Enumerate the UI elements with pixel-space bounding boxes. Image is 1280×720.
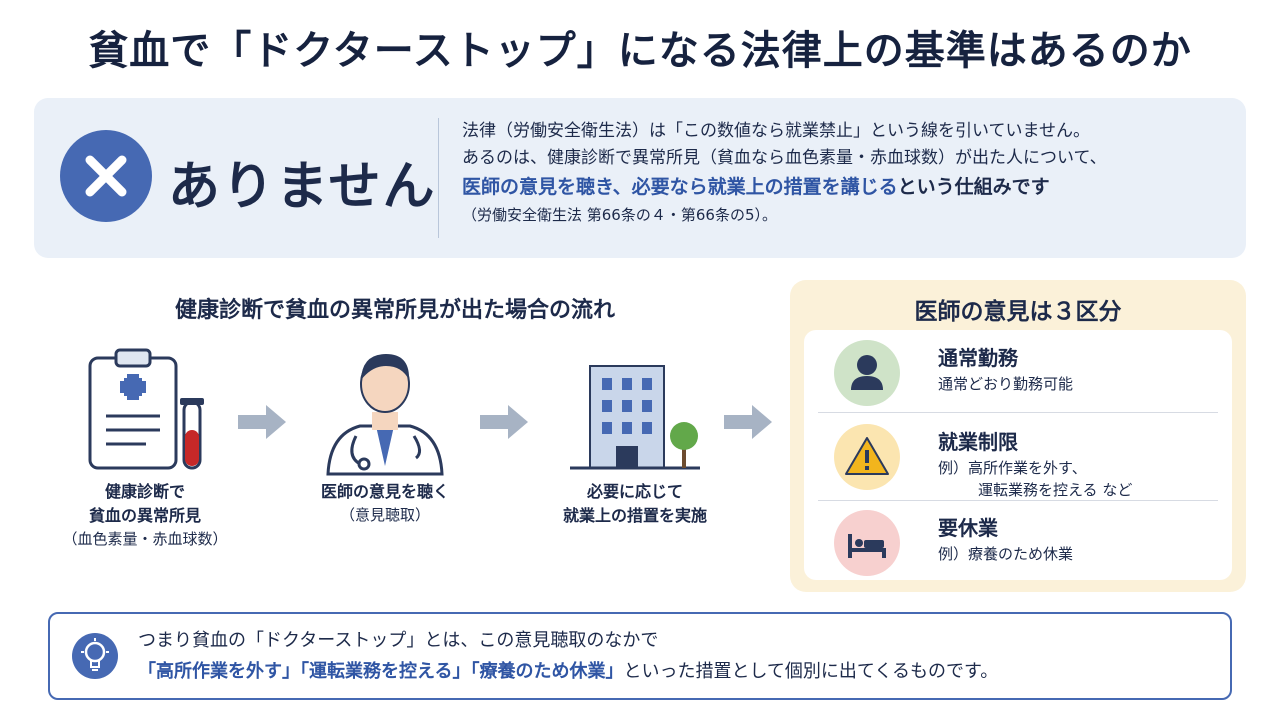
opinion-title: 医師の意見は３区分 xyxy=(914,299,1122,325)
summary-box: つまり貧血の「ドクターストップ」とは、この意見聴取のなかで 「高所作業を外す」「… xyxy=(48,612,1232,700)
answer-line-4: （労働安全衛生法 第66条の４・第66条の5）。 xyxy=(462,205,777,224)
option-desc-line-1: 例）高所作業を外す、 xyxy=(938,459,1087,477)
answer-box: ありません 法律（労働安全衛生法）は「この数値なら就業禁止」という線を引いていま… xyxy=(34,98,1246,258)
flow-title: 健康診断で貧血の異常所見が出た場合の流れ xyxy=(174,298,615,323)
answer-line-3-rest: という仕組みです xyxy=(897,176,1050,199)
step-1-caption-2: 貧血の異常所見 xyxy=(88,506,201,525)
option-name: 就業制限 xyxy=(938,430,1018,454)
option-desc: 例）療養のため休業 xyxy=(938,545,1074,563)
x-circle-icon xyxy=(60,130,152,222)
opinion-option-leave: 要休業 例）療養のため休業 xyxy=(804,502,1232,584)
opinion-option-normal: 通常勤務 通常どおり勤務可能 xyxy=(804,332,1232,414)
step-2-caption: 医師の意見を聴く xyxy=(320,482,449,501)
office-building-icon xyxy=(570,365,700,470)
answer-line-1: 法律（労働安全衛生法）は「この数値なら就業禁止」という線を引いていません。 xyxy=(462,121,1090,141)
clipboard-test-tube-icon xyxy=(88,348,204,470)
separator xyxy=(818,412,1218,413)
option-desc-line-2: 運転業務を控える など xyxy=(978,480,1133,499)
summary-line-1: つまり貧血の「ドクターストップ」とは、この意見聴取のなかで xyxy=(138,630,659,651)
warning-icon xyxy=(834,424,900,490)
doctor-icon xyxy=(326,354,444,476)
option-desc: 例）高所作業を外す、 運転業務を控える など xyxy=(938,458,1132,502)
arrow-right-icon xyxy=(238,405,286,439)
opinion-panel: 医師の意見は３区分 通常勤務 通常どおり勤務可能 就業制限 xyxy=(790,280,1246,592)
summary-highlight: 「高所作業を外す」「運転業務を控える」「療養のため休業」 xyxy=(138,660,624,682)
divider xyxy=(438,118,439,238)
arrow-right-icon xyxy=(724,405,772,439)
arrow-right-icon xyxy=(480,405,528,439)
flow-step-doctor: 医師の意見を聴く （意見聴取） xyxy=(290,346,480,527)
bed-icon xyxy=(834,510,900,576)
answer-line-2: あるのは、健康診断で異常所見（貧血なら血色素量・赤血球数）が出た人について、 xyxy=(462,148,1107,169)
separator xyxy=(818,500,1218,501)
flow-step-measures: 必要に応じて 就業上の措置を実施 xyxy=(530,346,740,528)
summary-line-2-rest: といった措置として個別に出てくるものです。 xyxy=(623,660,999,682)
summary-text: つまり貧血の「ドクターストップ」とは、この意見聴取のなかで 「高所作業を外す」「… xyxy=(138,626,998,687)
answer-highlight: 医師の意見を聴き、必要なら就業上の措置を講じる xyxy=(462,176,898,199)
person-icon xyxy=(834,340,900,406)
step-1-caption-1: 健康診断で xyxy=(104,482,185,501)
opinion-option-restriction: 就業制限 例）高所作業を外す、 運転業務を控える など xyxy=(804,416,1232,499)
summary-line-2: 「高所作業を外す」「運転業務を控える」「療養のため休業」といった措置として個別に… xyxy=(138,657,998,688)
lightbulb-icon xyxy=(72,633,118,679)
step-3-caption-1: 必要に応じて xyxy=(586,482,683,501)
option-name: 通常勤務 xyxy=(938,346,1018,370)
step-3-caption-2: 就業上の措置を実施 xyxy=(562,506,707,525)
opinion-list: 通常勤務 通常どおり勤務可能 就業制限 例）高所作業を外す、 運転業務を控える … xyxy=(804,330,1232,580)
option-name: 要休業 xyxy=(938,516,998,540)
flow-step-checkup: 健康診断で 貧血の異常所見 （血色素量・赤血球数） xyxy=(40,346,250,551)
answer-description: 法律（労働安全衛生法）は「この数値なら就業禁止」という線を引いていません。 ある… xyxy=(462,118,1232,227)
answer-label: ありません xyxy=(168,157,437,217)
step-1-sub: （血色素量・赤血球数） xyxy=(62,530,228,548)
option-desc: 通常どおり勤務可能 xyxy=(938,375,1074,393)
page-title: 貧血で「ドクターストップ」になる法律上の基準はあるのか xyxy=(88,28,1192,74)
answer-line-3: 医師の意見を聴き、必要なら就業上の措置を講じるという仕組みです xyxy=(462,172,1232,202)
step-2-sub: （意見聴取） xyxy=(339,506,430,524)
